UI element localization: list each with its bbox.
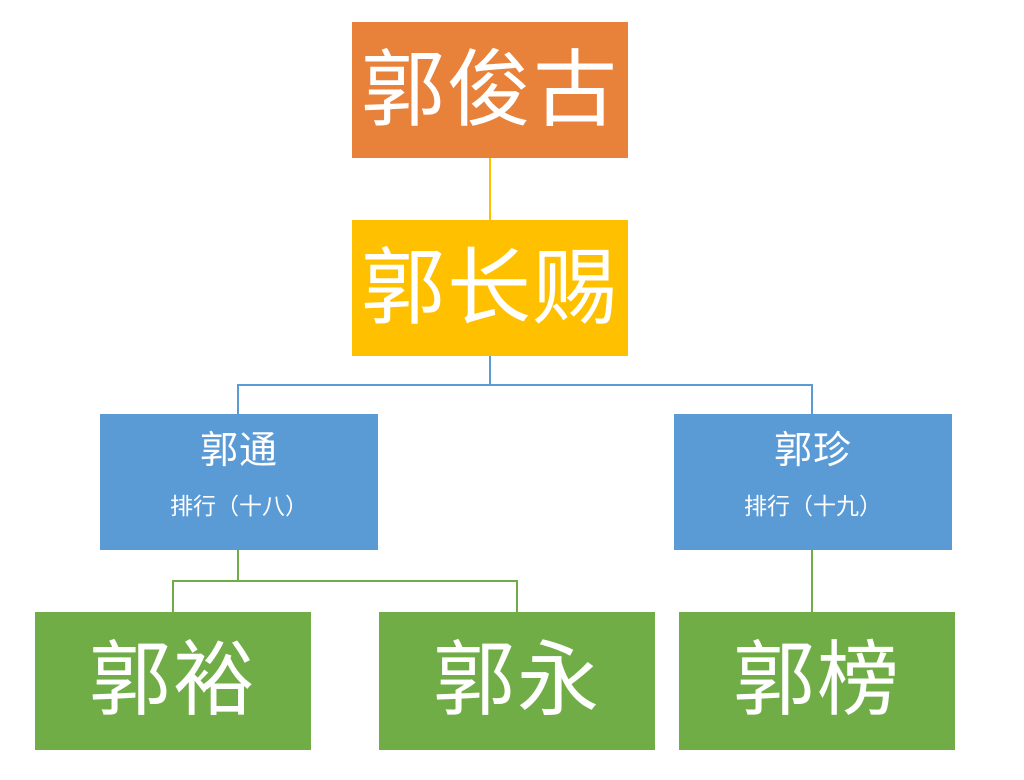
connector-to-third-right xyxy=(811,384,813,414)
node-third-left-title: 郭通 xyxy=(199,430,278,472)
node-third-right[interactable]: 郭珍 排行（十九） xyxy=(674,414,952,550)
node-fourth-one-title: 郭裕 xyxy=(88,634,257,726)
connector-second-stem xyxy=(489,356,491,386)
node-fourth-three[interactable]: 郭榜 xyxy=(679,612,955,750)
node-third-right-title: 郭珍 xyxy=(773,430,852,472)
node-third-left[interactable]: 郭通 排行（十八） xyxy=(100,414,378,550)
connector-second-bus xyxy=(237,384,813,386)
connector-to-fourth-two xyxy=(516,580,518,612)
connector-third-left-bus xyxy=(172,580,517,582)
connector-to-fourth-three xyxy=(811,550,813,612)
node-fourth-two[interactable]: 郭永 xyxy=(379,612,655,750)
connector-to-third-left xyxy=(237,384,239,414)
connector-third-left-stem xyxy=(237,550,239,582)
node-third-left-subtitle: 排行（十八） xyxy=(170,492,308,519)
node-fourth-three-title: 郭榜 xyxy=(732,634,901,726)
node-third-right-subtitle: 排行（十九） xyxy=(744,492,882,519)
connector-root-to-second xyxy=(489,158,491,220)
connector-to-fourth-one xyxy=(172,580,174,612)
node-second-generation[interactable]: 郭长赐 xyxy=(352,220,628,356)
node-root[interactable]: 郭俊古 xyxy=(352,22,628,158)
node-fourth-two-title: 郭永 xyxy=(432,634,601,726)
node-root-title: 郭俊古 xyxy=(360,42,619,137)
node-second-generation-title: 郭长赐 xyxy=(360,240,619,335)
node-fourth-one[interactable]: 郭裕 xyxy=(35,612,311,750)
